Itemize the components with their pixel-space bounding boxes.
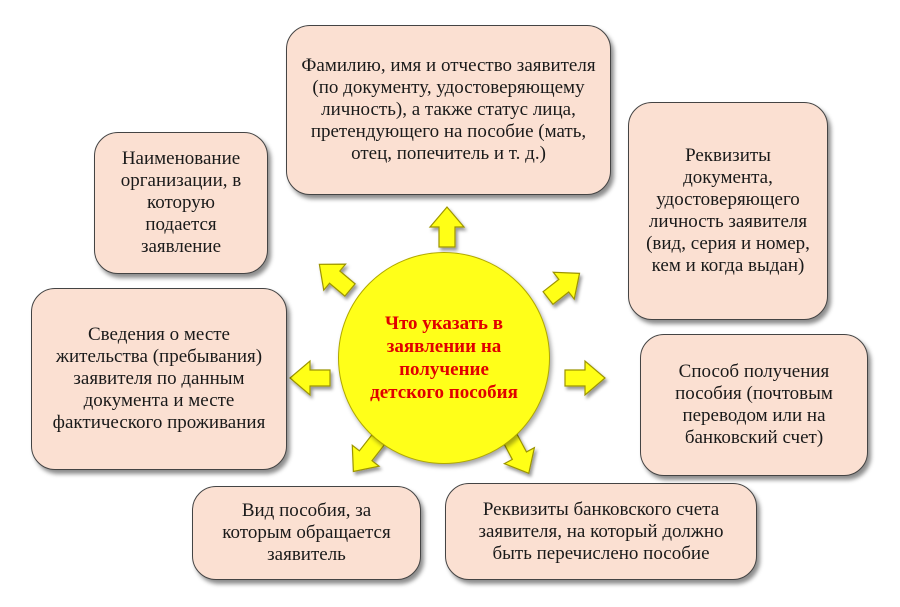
box-residence: Сведения о месте жительства (пребывания)…	[31, 288, 287, 470]
box-bank-details-text: Реквизиты банковского счета заявителя, н…	[478, 498, 724, 564]
arrow-up-left	[318, 263, 356, 297]
arrow-down-left	[351, 434, 386, 473]
arrow-up	[428, 206, 466, 248]
box-payment-method-text: Способ получения пособия (почтовым перев…	[675, 361, 833, 448]
box-organization-text: Наименование организации, в которую пода…	[120, 148, 242, 257]
center-title: Что указать в заявлении на получение дет…	[370, 313, 518, 403]
box-id-document-text: Реквизиты документа, удостоверяющего лич…	[646, 145, 810, 276]
box-benefit-type-text: Вид пособия, за которым обращается заяви…	[222, 500, 391, 565]
arrow-up-right	[542, 271, 581, 306]
box-residence-text: Сведения о месте жительства (пребывания)…	[52, 324, 266, 433]
arrow-right	[564, 359, 606, 397]
center-circle: Что указать в заявлении на получение дет…	[338, 252, 550, 464]
box-organization: Наименование организации, в которую пода…	[94, 132, 268, 274]
box-benefit-type: Вид пособия, за которым обращается заяви…	[192, 486, 421, 580]
box-payment-method: Способ получения пособия (почтовым перев…	[640, 334, 868, 476]
box-applicant-name-text: Фамилию, имя и отчество заявителя (по до…	[301, 55, 596, 164]
box-id-document: Реквизиты документа, удостоверяющего лич…	[628, 102, 828, 320]
box-bank-details: Реквизиты банковского счета заявителя, н…	[445, 483, 757, 580]
arrow-left	[289, 359, 331, 397]
box-applicant-name: Фамилию, имя и отчество заявителя (по до…	[286, 25, 611, 195]
